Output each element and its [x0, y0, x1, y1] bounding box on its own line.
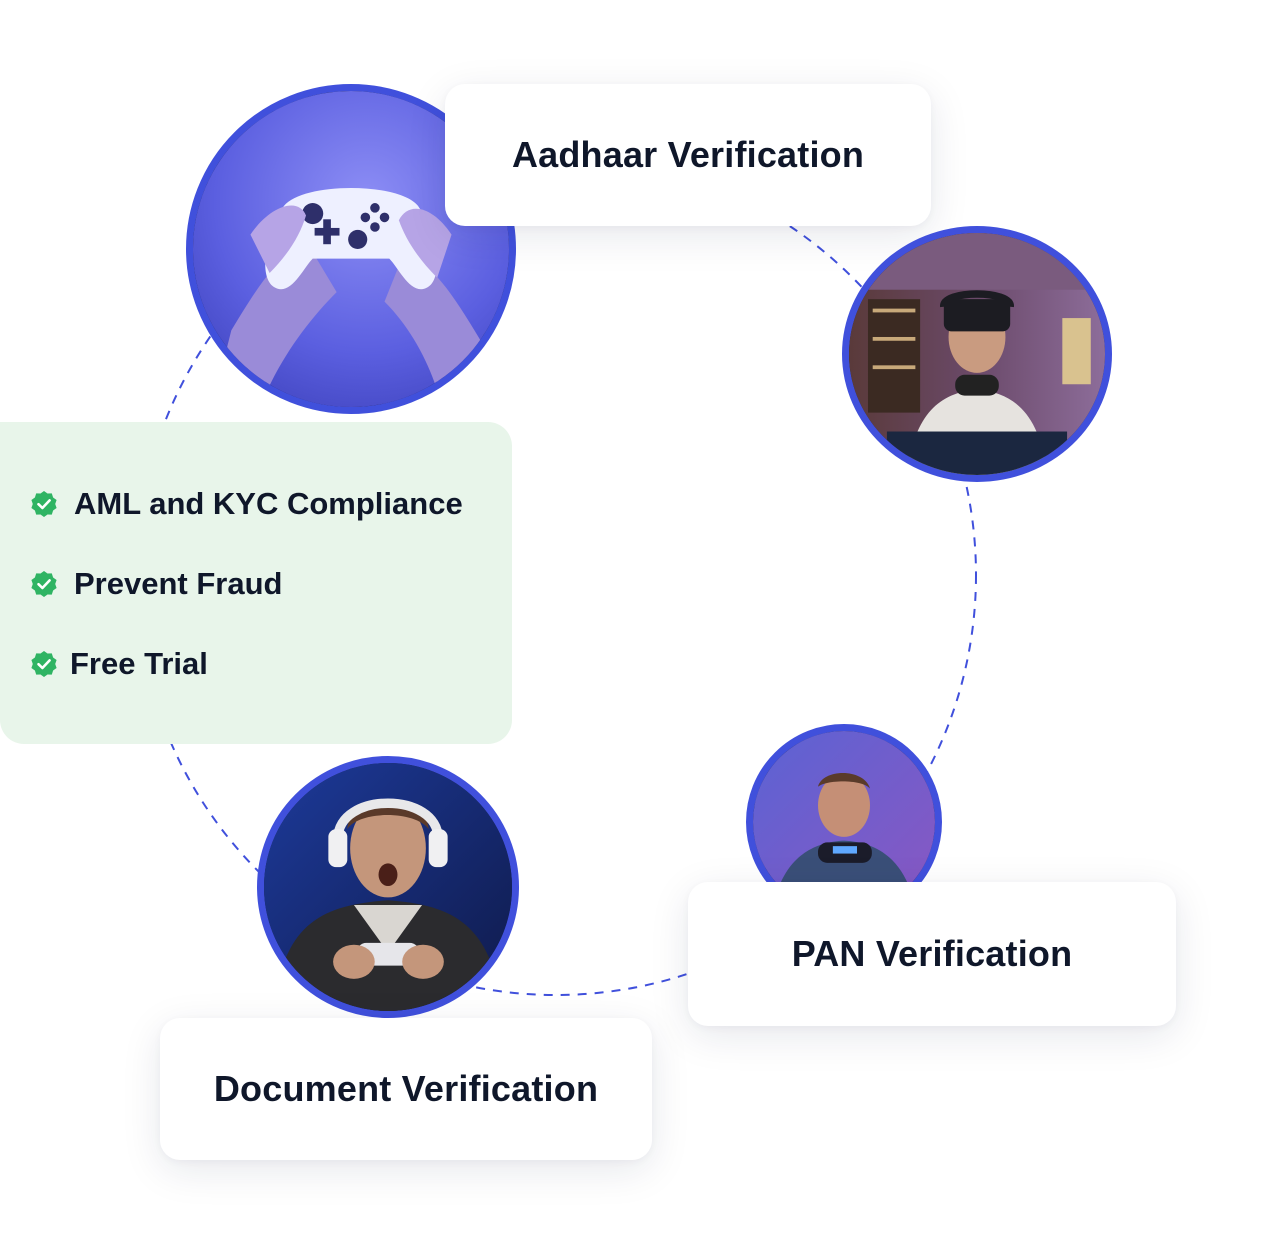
pan-verification-label: PAN Verification [791, 933, 1073, 974]
excited-gamer-headphones-photo [257, 756, 519, 1018]
check-badge-icon [31, 571, 57, 597]
hands-holding-controller-photo [186, 84, 516, 414]
feature-item-free-trial: Free Trial [30, 646, 208, 682]
vr-headset-gamer-photo [842, 226, 1112, 482]
feature-list-panel: AML and KYC Compliance Prevent Fraud Fre… [0, 422, 512, 744]
check-badge-icon [31, 491, 57, 517]
check-badge-icon [31, 651, 57, 677]
feature-label: AML and KYC Compliance [74, 486, 463, 521]
aadhaar-verification-card[interactable]: Aadhaar Verification [445, 84, 931, 226]
pan-verification-card[interactable]: PAN Verification [688, 882, 1176, 1026]
feature-item-aml-kyc: AML and KYC Compliance [30, 486, 463, 522]
aadhaar-verification-label: Aadhaar Verification [511, 134, 865, 175]
document-verification-card[interactable]: Document Verification [160, 1018, 652, 1160]
feature-label: Free Trial [70, 646, 208, 681]
feature-label: Prevent Fraud [74, 566, 283, 601]
document-verification-label: Document Verification [213, 1068, 599, 1109]
feature-item-prevent-fraud: Prevent Fraud [30, 566, 282, 602]
